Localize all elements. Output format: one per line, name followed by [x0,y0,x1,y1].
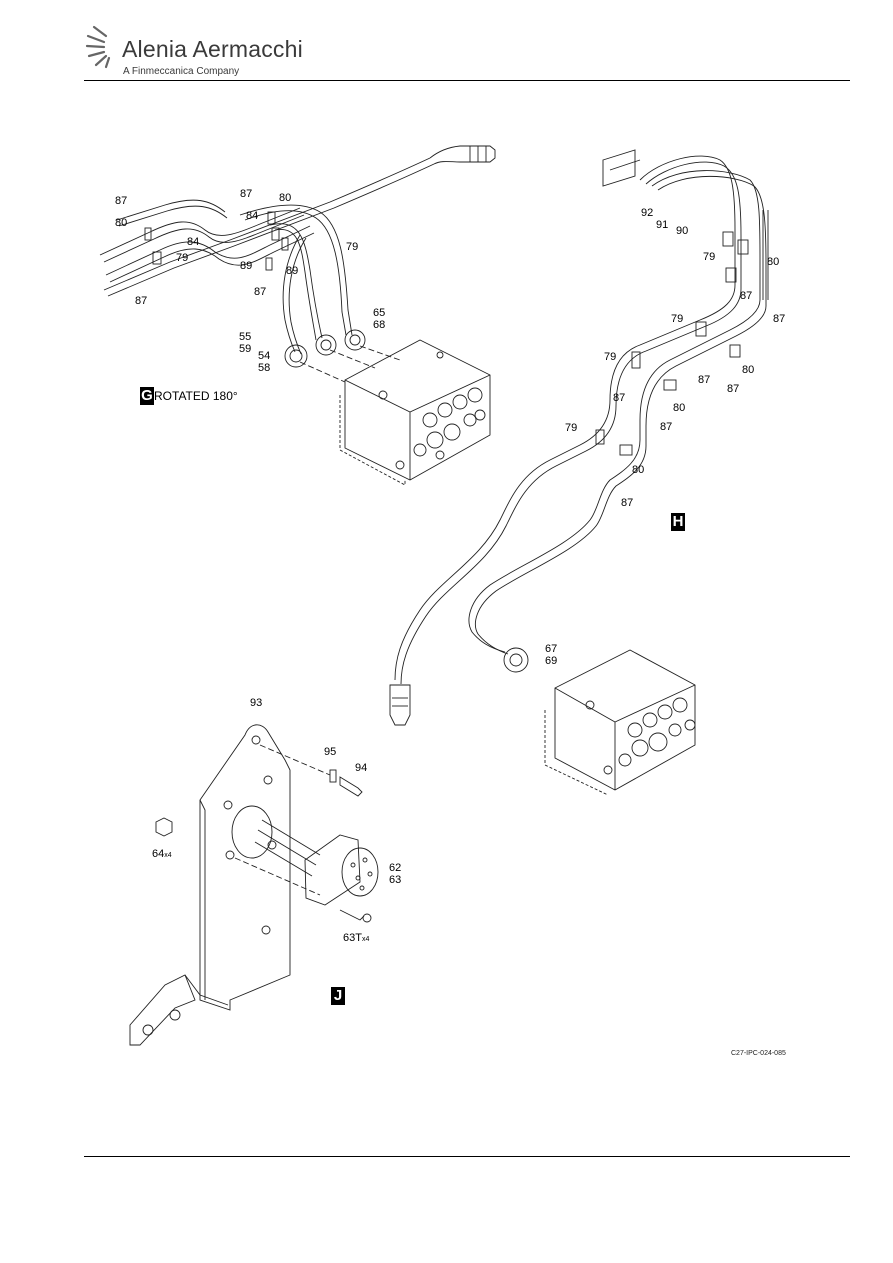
callout: 94 [355,762,368,774]
callout: 89 [286,265,299,277]
callout: 65 [373,307,386,319]
callout: 87 [727,383,740,395]
header-rule [84,80,850,81]
callout: 87 [240,188,253,200]
callout: 79 [565,422,578,434]
callout-63t: 63T [343,932,362,944]
quantity-x4: x4 [361,936,370,943]
callout-64: 64 [152,848,165,860]
view-g-tubing [99,145,496,355]
brand-subtitle: A Finmeccanica Company [123,66,240,77]
callout: 84 [246,210,259,222]
callout: 87 [254,286,267,298]
callout: 79 [703,251,716,263]
view-g-label: GROTATED 180° [140,387,238,405]
callout: 87 [660,421,673,433]
callout: 80 [115,217,128,229]
callout: 59 [239,343,252,355]
view-j-label: J [331,987,345,1005]
view-j-bracket [129,724,379,1046]
callout: 87 [135,295,148,307]
callout: 80 [673,402,686,414]
figure-reference: C27-IPC-024-085 [731,1050,786,1057]
callout: 80 [767,256,780,268]
callout: 87 [740,290,753,302]
callout: 64x4 [152,848,172,862]
quantity-x4: x4 [164,852,172,859]
callout: 55 [239,331,252,343]
view-h-label: H [671,513,685,531]
callout: 69 [545,655,558,667]
footer-rule [84,1156,850,1157]
callout: 80 [632,464,645,476]
callout: 79 [604,351,617,363]
callout: 80 [742,364,755,376]
callout: 87 [115,195,128,207]
view-g-letter: G [140,387,154,405]
callout: 54 [258,350,271,362]
callout: 68 [373,319,386,331]
callout: 62 [389,862,402,874]
callout: 87 [698,374,711,386]
brand-name: Alenia Aermacchi [122,36,303,62]
view-h-tubing [389,149,769,726]
callout: 89 [240,260,253,272]
view-h-letter: H [671,513,685,531]
callout: 87 [613,392,626,404]
callout: 91 [656,219,669,231]
callout: 87 [773,313,786,325]
callout: 92 [641,207,654,219]
callout: 93 [250,697,263,709]
callout: 95 [324,746,337,758]
callout: 79 [346,241,359,253]
callout: 63Tx4 [343,932,369,946]
callout: 63 [389,874,402,886]
callout: 80 [279,192,292,204]
callout: 79 [671,313,684,325]
view-g-caption: ROTATED 180° [154,389,238,403]
view-j-letter: J [331,987,345,1005]
view-h-control-box [544,649,696,796]
alenia-logo-icon [85,25,111,69]
callout: 90 [676,225,689,237]
view-g-control-box [339,339,491,486]
callout: 67 [545,643,558,655]
callout: 87 [621,497,634,509]
view-g-connectors [284,329,401,383]
callout: 58 [258,362,271,374]
callout: 79 [176,252,189,264]
page-header: Alenia Aermacchi A Finmeccanica Company [0,0,893,82]
callout: 84 [187,236,200,248]
